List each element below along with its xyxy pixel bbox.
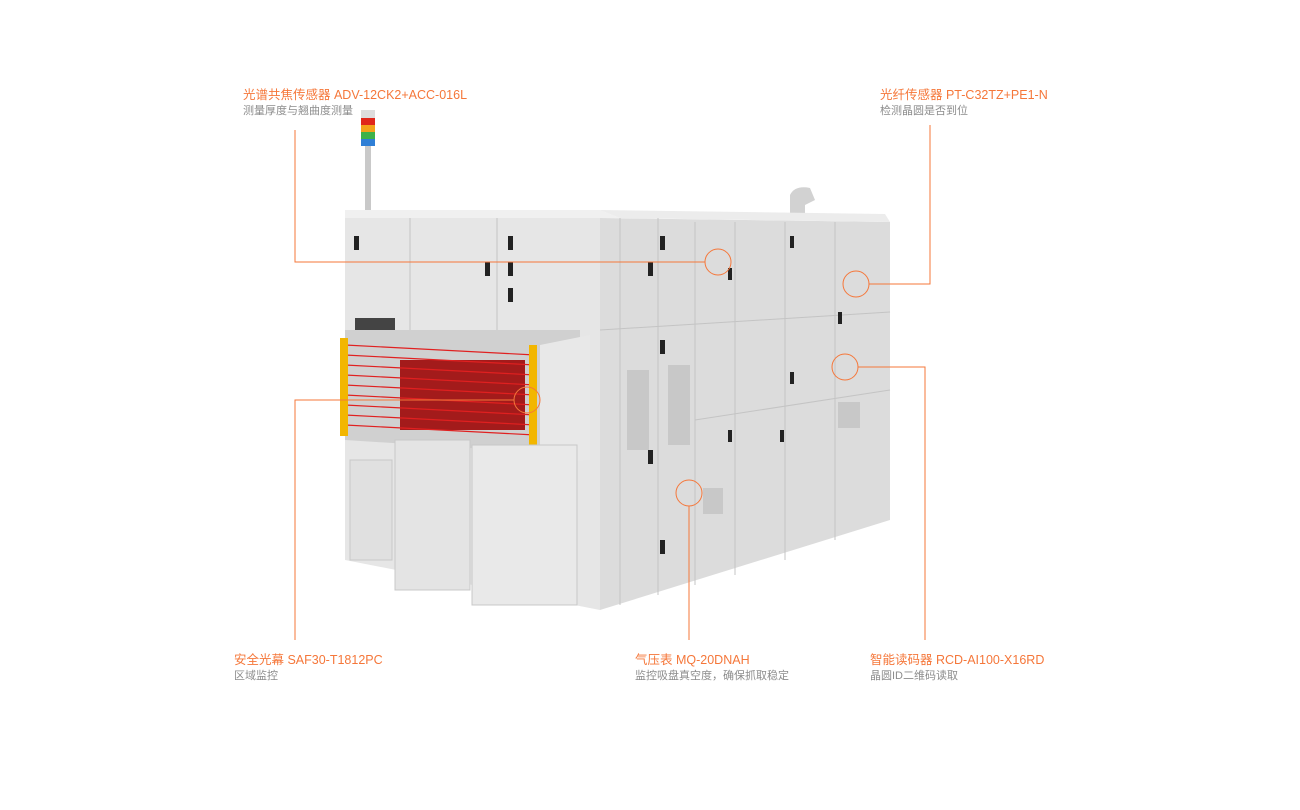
callout-title: 光纤传感器 PT-C32TZ+PE1-N xyxy=(880,88,1048,102)
callout-desc: 区域监控 xyxy=(234,670,278,682)
callout-desc: 测量厚度与翘曲度测量 xyxy=(243,105,353,117)
load-port xyxy=(340,318,590,606)
marker-spectral-sensor xyxy=(704,248,732,276)
callout-light-curtain: 安全光幕 SAF30-T1812PC 区域监控 xyxy=(234,652,383,684)
callout-title: 气压表 MQ-20DNAH xyxy=(635,653,750,667)
callout-code-reader: 智能读码器 RCD-AI100-X16RD 晶圆ID二维码读取 xyxy=(870,652,1044,684)
callout-title: 光谱共焦传感器 ADV-12CK2+ACC-016L xyxy=(243,88,468,102)
callout-spectral-sensor: 光谱共焦传感器 ADV-12CK2+ACC-016L 测量厚度与翘曲度测量 xyxy=(243,87,467,119)
signal-tower xyxy=(361,110,375,211)
callout-title: 安全光幕 SAF30-T1812PC xyxy=(234,653,383,667)
marker-code-reader xyxy=(831,353,859,381)
marker-light-curtain xyxy=(513,386,541,414)
marker-fiber-sensor xyxy=(842,270,870,298)
callout-desc: 晶圆ID二维码读取 xyxy=(870,670,958,682)
marker-pressure-gauge xyxy=(675,479,703,507)
callout-fiber-sensor: 光纤传感器 PT-C32TZ+PE1-N 检测晶圆是否到位 xyxy=(880,87,1048,119)
callout-desc: 监控吸盘真空度，确保抓取稳定 xyxy=(635,670,789,682)
callout-pressure-gauge: 气压表 MQ-20DNAH 监控吸盘真空度，确保抓取稳定 xyxy=(635,652,789,684)
callout-desc: 检测晶圆是否到位 xyxy=(880,105,968,117)
callout-lines xyxy=(294,125,931,640)
callout-title: 智能读码器 RCD-AI100-X16RD xyxy=(870,653,1045,667)
